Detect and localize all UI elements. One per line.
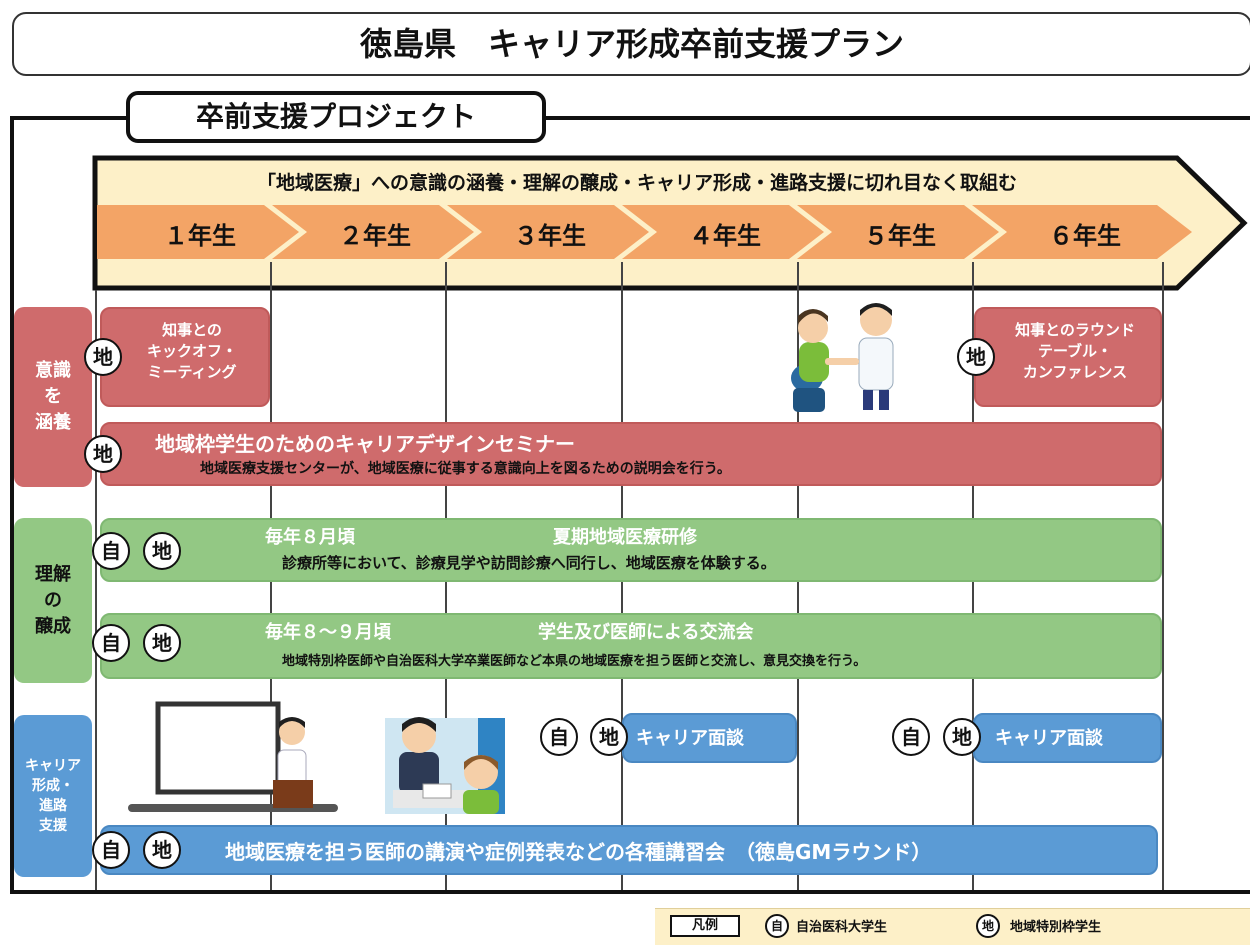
- ji-badge: 自: [92, 624, 130, 662]
- gm-round-text: 地域医療を担う医師の講演や症例発表などの各種講習会 （徳島GMラウンド）: [225, 840, 932, 864]
- category-awareness: 意識 を 涵養: [14, 307, 92, 487]
- exchange-meeting-bar: [100, 613, 1162, 679]
- career-interview-text-b: キャリア面談: [995, 728, 1103, 749]
- career-interview-bar-b: [973, 713, 1162, 763]
- legend-ji-badge: 自: [765, 914, 789, 938]
- career-interview-text-a: キャリア面談: [636, 728, 744, 749]
- chi-badge: 地: [143, 624, 181, 662]
- year-chevron-2: [272, 205, 474, 259]
- career-seminar-title: 地域枠学生のためのキャリアデザインセミナー: [155, 432, 575, 456]
- exchange-meeting-title: 学生及び医師による交流会: [538, 622, 754, 643]
- project-label: 卒前支援プロジェクト: [126, 91, 546, 143]
- exchange-meeting-when: 毎年８～９月頃: [265, 622, 391, 643]
- career-seminar-bar: [100, 422, 1162, 486]
- year-2-label: ２年生: [339, 222, 411, 250]
- doctor-patient-illustration: [791, 303, 894, 412]
- year-chevron-5: [797, 205, 999, 259]
- roundtable-box: [974, 307, 1162, 407]
- year-chevron-1: [97, 205, 299, 259]
- chi-badge: 地: [143, 831, 181, 869]
- year-divider: [95, 290, 97, 890]
- career-interview-bar-a: [622, 713, 797, 763]
- legend-ji-text: 自治医科大学生: [796, 920, 888, 935]
- chi-badge: 地: [957, 338, 995, 376]
- ji-badge: 自: [92, 532, 130, 570]
- legend-label: 凡例: [670, 915, 740, 937]
- ji-badge: 自: [540, 718, 578, 756]
- category-understanding: 理解 の 醸成: [14, 518, 92, 683]
- year-6-label: ６年生: [1049, 222, 1121, 250]
- chi-badge: 地: [84, 435, 122, 473]
- category-career: キャリア 形成・ 進路 支援: [14, 715, 92, 877]
- exchange-meeting-desc: 地域特別枠医師や自治医科大学卒業医師など本県の地域医療を担う医師と交流し、意見交…: [282, 654, 867, 669]
- summer-training-title: 夏期地域医療研修: [553, 527, 697, 548]
- summer-training-when: 毎年８月頃: [265, 527, 355, 548]
- roundtable-text: 知事とのラウンド テーブル・ カンファレンス: [1015, 321, 1135, 381]
- year-4-label: ４年生: [689, 222, 761, 250]
- kickoff-meeting-box: [100, 307, 270, 407]
- page-title: 徳島県 キャリア形成卒前支援プラン: [359, 25, 904, 63]
- summer-training-desc: 診療所等において、診療見学や訪問診療へ同行し、地域医療を体験する。: [282, 554, 776, 572]
- main-frame: [10, 116, 1250, 894]
- year-5-label: ５年生: [864, 222, 936, 250]
- career-seminar-desc: 地域医療支援センターが、地域医療に従事する意識向上を図るための説明会を行う。: [200, 461, 731, 477]
- legend: [655, 908, 1250, 945]
- year-chevron-3: [447, 205, 649, 259]
- kickoff-meeting-text: 知事との キックオフ・ ミーティング: [146, 321, 237, 381]
- year-3-label: ３年生: [514, 222, 586, 250]
- gm-round-bar: [100, 825, 1158, 875]
- chi-badge: 地: [943, 718, 981, 756]
- legend-chi-text: 地域特別枠学生: [1010, 920, 1102, 935]
- lecture-illustration: [128, 701, 338, 812]
- interview-illustration: [385, 717, 505, 814]
- ji-badge: 自: [92, 831, 130, 869]
- chi-badge: 地: [143, 532, 181, 570]
- summer-training-bar: [100, 518, 1162, 582]
- title-frame: [12, 12, 1250, 76]
- year-divider: [1162, 262, 1164, 890]
- year-chevron-6: [972, 205, 1192, 259]
- timeline-arrow: [92, 155, 1248, 291]
- year-1-label: １年生: [164, 222, 236, 250]
- ji-badge: 自: [892, 718, 930, 756]
- year-chevron-4: [622, 205, 824, 259]
- chi-badge: 地: [590, 718, 628, 756]
- legend-chi-badge: 地: [976, 914, 1000, 938]
- chi-badge: 地: [84, 338, 122, 376]
- arrow-text: 「地域医療」への意識の涵養・理解の醸成・キャリア形成・進路支援に切れ目なく取組む: [256, 172, 1017, 194]
